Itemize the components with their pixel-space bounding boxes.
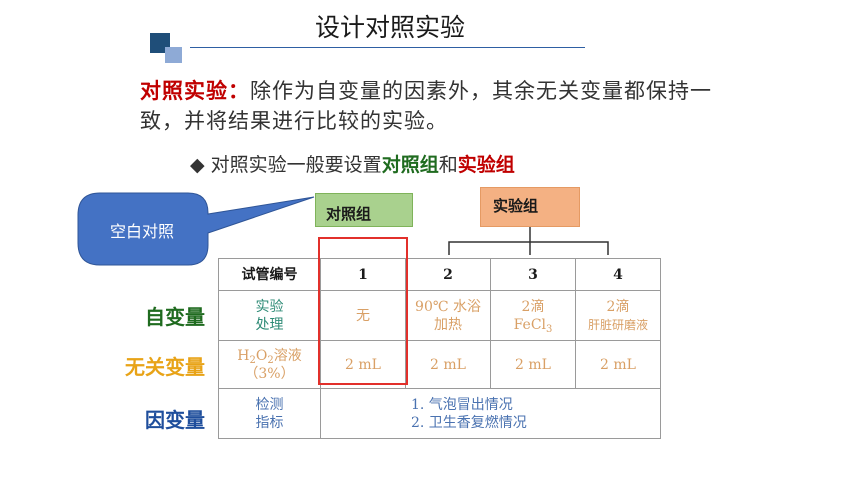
iv-value-cell: 90℃ 水浴加热 (405, 290, 491, 341)
table-row: H2O2溶液（3%） 2 mL 2 mL 2 mL 2 mL (218, 340, 661, 389)
definition-term: 对照实验： (140, 78, 250, 103)
iv-value-cell: 无 (320, 290, 406, 341)
bracket-arms (448, 241, 609, 255)
bullet-prefix: 对照实验一般要设置 (210, 154, 382, 176)
callout-shape (77, 192, 315, 266)
blank-control-label: 空白对照 (109, 222, 174, 241)
control-column-highlight (318, 237, 408, 385)
cv-value-cell: 2 mL (490, 340, 576, 389)
bullet-and: 和 (438, 154, 458, 176)
cv-value-cell: 2 mL (320, 340, 406, 389)
control-group-box: 对照组 (315, 193, 413, 227)
cv-label-cell: H2O2溶液（3%） (218, 340, 321, 389)
bullet-control-group: 对照组 (381, 154, 439, 176)
decor-square-light (165, 47, 182, 63)
definition-text: 除作为自变量的因素外，其余无关变量都保持一致，并将结果进行比较的实验。 (140, 79, 712, 133)
bullet-experimental-group: 实验组 (457, 154, 515, 176)
page-title: 设计对照实验 (314, 13, 465, 42)
bullet-line: ◆ 对照实验一般要设置对照组和实验组 (190, 150, 515, 177)
indicator-item: 2. 卫生香复燃情况 (411, 414, 527, 431)
iv-value-cell: 2滴肝脏研磨液 (575, 290, 661, 341)
tube-number: 1 (320, 258, 406, 291)
row-label-controlled: 无关变量 (125, 355, 205, 379)
experimental-group-box: 实验组 (480, 187, 580, 227)
cv-value-cell: 2 mL (575, 340, 661, 389)
row-label-independent: 自变量 (145, 305, 205, 329)
title-underline (190, 47, 585, 48)
dv-label-cell: 检测指标 (218, 388, 321, 439)
tube-number: 3 (490, 258, 576, 291)
cv-value-cell: 2 mL (405, 340, 491, 389)
table-row: 试管编号 1 2 3 4 (218, 258, 661, 291)
tube-number: 2 (405, 258, 491, 291)
diamond-bullet-icon: ◆ (190, 154, 205, 176)
iv-label-cell: 实验处理 (218, 290, 321, 341)
tube-number: 4 (575, 258, 661, 291)
indicator-item: 1. 气泡冒出情况 (411, 396, 513, 413)
row-label-dependent: 因变量 (145, 408, 205, 432)
table-header-label: 试管编号 (218, 258, 321, 291)
definition-paragraph: 对照实验：除作为自变量的因素外，其余无关变量都保持一致，并将结果进行比较的实验。 (140, 76, 720, 136)
